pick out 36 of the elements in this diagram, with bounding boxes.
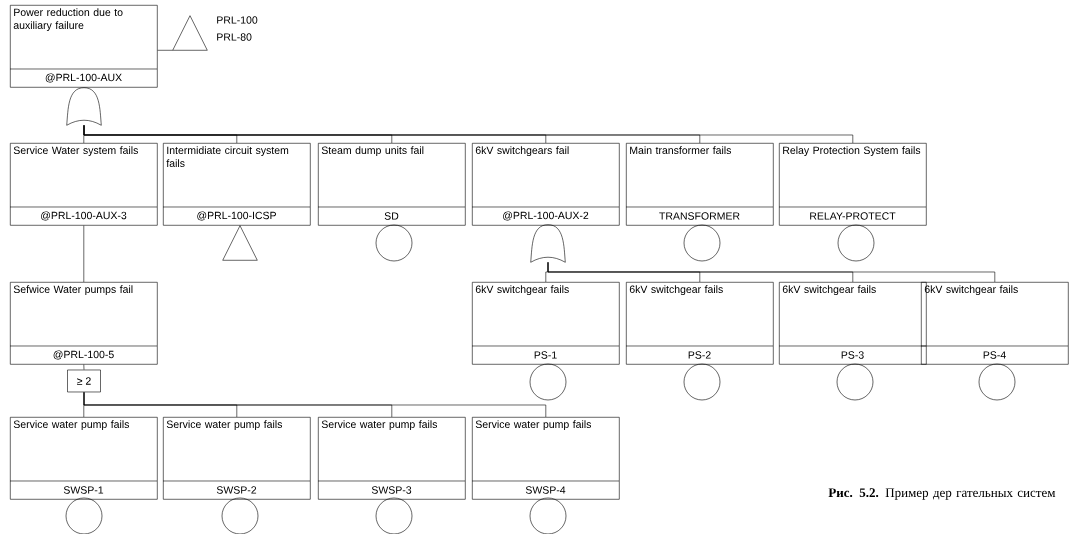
- or-gate: [66, 87, 102, 126]
- event-box: Intermidiate circuit system fails @PRL-100-ICSP: [162, 143, 311, 226]
- event-box: Service water pump fails SWSP-4: [471, 417, 620, 500]
- event-box: Service Water system fails @PRL-100-AUX-3: [9, 143, 158, 226]
- event-box: Steam dump units fail SD: [317, 143, 466, 226]
- basic-event-circle: [683, 224, 721, 262]
- event-box: Service water pump fails SWSP-2: [162, 417, 311, 500]
- voting-gate-box: ≥ 2: [67, 369, 101, 393]
- basic-event-circle: [836, 363, 874, 401]
- event-box: Sefwice Water pumps fail @PRL-100-5: [9, 282, 158, 365]
- event-box: Power reduction due to auxiliary failure @PRL-100-AUX: [9, 5, 158, 88]
- connector-line: [83, 125, 854, 144]
- basic-event-circle: [529, 363, 567, 401]
- caption: Рис. 5.2. Пример дер гательных систем: [828, 488, 1056, 500]
- connector-line: [83, 364, 85, 370]
- event-label: PRL-100: [217, 16, 258, 24]
- event-box: 6kV switchgear fails PS-4: [920, 282, 1069, 365]
- event-label: PRL-80: [217, 33, 252, 41]
- transfer-triangle: [172, 15, 208, 51]
- event-box: Main transformer fails TRANSFORMER: [625, 143, 774, 226]
- connector-line: [157, 50, 173, 51]
- event-box: 6kV switchgear fails PS-1: [471, 282, 620, 365]
- basic-event-circle: [375, 224, 413, 262]
- basic-event-circle: [683, 363, 721, 401]
- basic-event-circle: [837, 224, 875, 262]
- connector-line: [83, 225, 85, 283]
- or-gate: [530, 224, 566, 263]
- event-box: 6kV switchgears fail @PRL-100-AUX-2: [471, 143, 620, 226]
- basic-event-circle: [978, 363, 1016, 401]
- event-box: 6kV switchgear fails PS-2: [625, 282, 774, 365]
- event-box: Relay Protection System fails RELAY-PROTECT: [778, 143, 927, 226]
- event-box: Service water pump fails SWSP-1: [9, 417, 158, 500]
- event-box: Service water pump fails SWSP-3: [317, 417, 466, 500]
- transfer-triangle: [222, 225, 258, 261]
- connector-line: [83, 392, 547, 418]
- connector-line: [547, 262, 996, 283]
